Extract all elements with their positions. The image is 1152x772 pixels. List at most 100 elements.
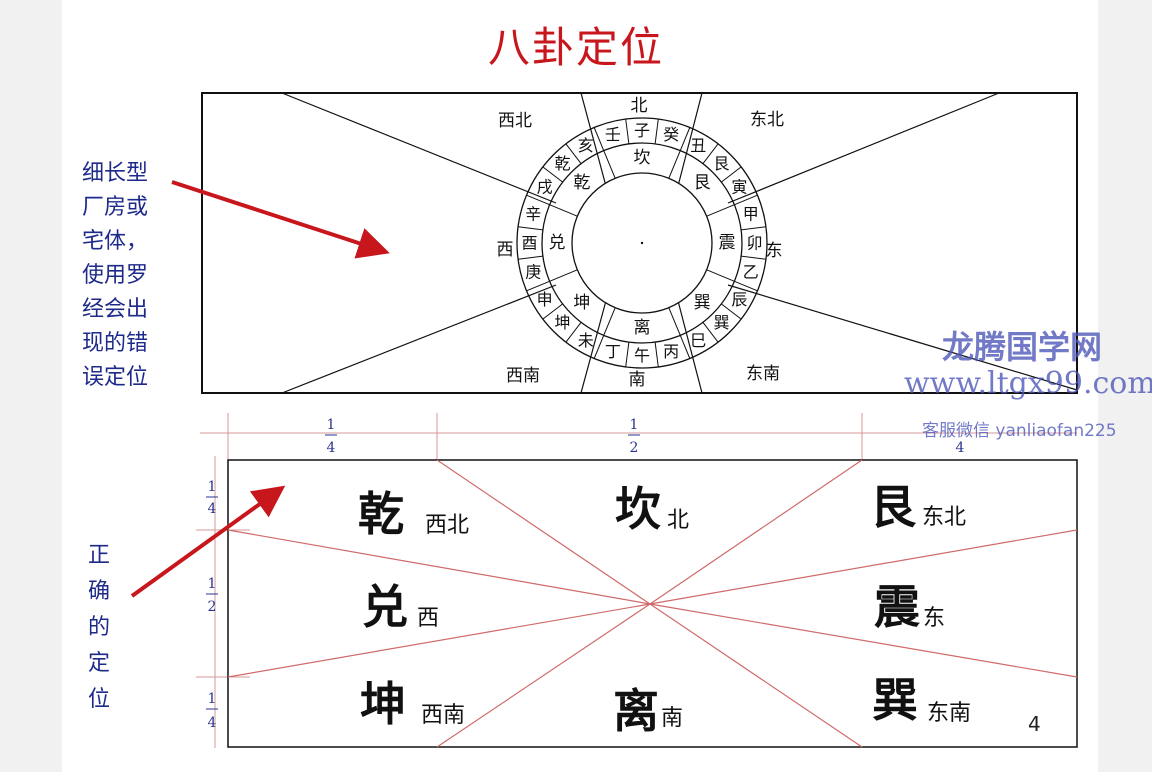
svg-text:1: 1 <box>630 417 639 433</box>
fraction-top-middle: 1 2 <box>628 417 640 456</box>
bottom-diagram: 1 4 1 2 4 1 4 1 2 1 <box>196 413 1078 748</box>
compass-outer-divider <box>625 342 630 367</box>
building-outline-correct <box>227 459 1078 748</box>
fraction-top-left: 1 4 <box>325 417 337 456</box>
compass-outer-divider <box>593 335 605 359</box>
note-line: 细长型 <box>82 161 149 186</box>
note-line: 使用罗 <box>82 263 149 288</box>
sector-lines-correct <box>227 459 1078 748</box>
compass-middle-circle <box>541 142 743 344</box>
compass-outer-divider <box>702 143 719 165</box>
note-line: 厂房或 <box>82 195 149 220</box>
svg-text:1: 1 <box>208 691 217 707</box>
compass-outer-divider <box>526 194 550 206</box>
cell-kun: 坤 西南 <box>360 677 465 731</box>
svg-text:1: 1 <box>208 479 217 495</box>
page-number: 4 <box>1028 712 1041 736</box>
compass-outer-divider <box>565 143 582 165</box>
compass-inner-label: 震 <box>719 233 736 253</box>
compass-inner-label: 兑 <box>549 233 566 253</box>
compass-inner-divider <box>603 150 616 179</box>
compass: 子癸丑艮寅甲卯乙辰巽巳丙午丁未坤申庚酉辛戌乾亥壬 坎艮震巽离坤兑乾 <box>516 117 768 369</box>
svg-text:1: 1 <box>208 576 217 592</box>
direction: 南 <box>661 706 683 731</box>
compass-outer-divider <box>542 166 564 183</box>
compass-outer-label: 壬 <box>605 125 621 144</box>
svg-text:4: 4 <box>208 715 217 731</box>
direction: 西南 <box>421 703 465 728</box>
compass-inner-divider <box>549 204 578 217</box>
compass-inner-label: 乾 <box>573 173 590 193</box>
compass-outer-label: 卯 <box>746 234 762 253</box>
cell-gen: 艮 东北 <box>870 480 966 534</box>
compass-outer-label: 戌 <box>537 177 553 196</box>
note-line: 定 <box>88 651 111 676</box>
dir-southeast: 东南 <box>746 364 780 384</box>
compass-inner-divider <box>668 307 681 336</box>
compass-outer-label: 酉 <box>521 234 537 253</box>
compass-outer-label: 巳 <box>690 331 706 350</box>
svg-text:4: 4 <box>956 440 965 456</box>
trigram-labels: 乾 西北 坎 北 艮 东北 兑 西 震 东 坤 西南 <box>358 480 971 738</box>
compass-outer-label: 辰 <box>731 290 747 309</box>
compass-outer-divider <box>625 119 630 144</box>
watermark-wechat: 客服微信 yanliaofan225 <box>922 421 1117 441</box>
cell-qian: 乾 西北 <box>358 487 469 541</box>
compass-outer-divider <box>741 226 766 231</box>
compass-inner-divider <box>668 150 681 179</box>
wrong-position-note: 细长型 厂房或 宅体， 使用罗 经会出 现的错 误定位 <box>82 157 162 395</box>
direction: 西 <box>417 606 439 631</box>
svg-text:2: 2 <box>208 599 217 615</box>
compass-center-dot <box>640 241 644 245</box>
note-line: 现的错 <box>82 331 149 356</box>
compass-outer-label: 子 <box>634 121 650 140</box>
compass-outer-divider <box>518 255 543 260</box>
watermark-name: 龙腾国学网 <box>942 328 1103 366</box>
compass-outer-label: 乾 <box>554 154 570 173</box>
trigram: 乾 <box>358 487 404 541</box>
compass-outer-label: 丁 <box>605 342 621 361</box>
note-line: 经会出 <box>82 297 149 322</box>
compass-outer-divider <box>734 194 758 206</box>
compass-outer-divider <box>654 342 659 367</box>
trigram: 巽 <box>872 673 918 727</box>
compass-outer-divider <box>565 321 582 343</box>
compass-inner-divider <box>549 269 578 282</box>
trigram: 兑 <box>362 580 408 634</box>
compass-outer-divider <box>741 255 766 260</box>
dir-northwest: 西北 <box>498 111 532 131</box>
note-line: 位 <box>88 687 111 712</box>
direction: 东 <box>923 606 945 631</box>
compass-outer-label: 坤 <box>554 313 570 332</box>
compass-outer-label: 未 <box>578 331 594 350</box>
direction: 北 <box>667 508 689 533</box>
compass-outer-label: 巽 <box>713 313 729 332</box>
compass-inner-divider <box>603 307 616 336</box>
svg-text:4: 4 <box>208 501 217 517</box>
note-line: 的 <box>88 615 111 640</box>
fraction-left-bottom: 1 4 <box>206 691 218 731</box>
compass-outer-label: 艮 <box>713 154 729 173</box>
compass-inner-label: 艮 <box>694 173 711 193</box>
note-line: 正 <box>88 543 111 568</box>
cell-dui: 兑 西 <box>362 580 439 634</box>
compass-outer-label: 癸 <box>663 125 679 144</box>
fraction-left-top: 1 4 <box>206 479 218 517</box>
compass-outer-label: 亥 <box>578 136 594 155</box>
trigram: 离 <box>613 684 659 738</box>
compass-outer-divider <box>542 303 564 320</box>
cell-kan: 坎 北 <box>615 482 689 536</box>
dir-southwest: 西南 <box>506 366 540 386</box>
fraction-left-middle: 1 2 <box>206 576 218 615</box>
compass-outer-divider <box>734 280 758 292</box>
fractions: 1 4 1 2 4 1 4 1 2 1 <box>206 417 965 731</box>
correct-position-note: 正 确 的 定 位 <box>88 538 118 718</box>
compass-outer-label: 丑 <box>690 136 706 155</box>
compass-outer-label: 寅 <box>731 177 747 196</box>
compass-inner-label: 离 <box>634 318 651 338</box>
note-line: 确 <box>88 579 111 604</box>
compass-inner-label: 坤 <box>573 293 590 313</box>
compass-outer-divider <box>518 226 543 231</box>
compass-outer-label: 丙 <box>663 342 679 361</box>
